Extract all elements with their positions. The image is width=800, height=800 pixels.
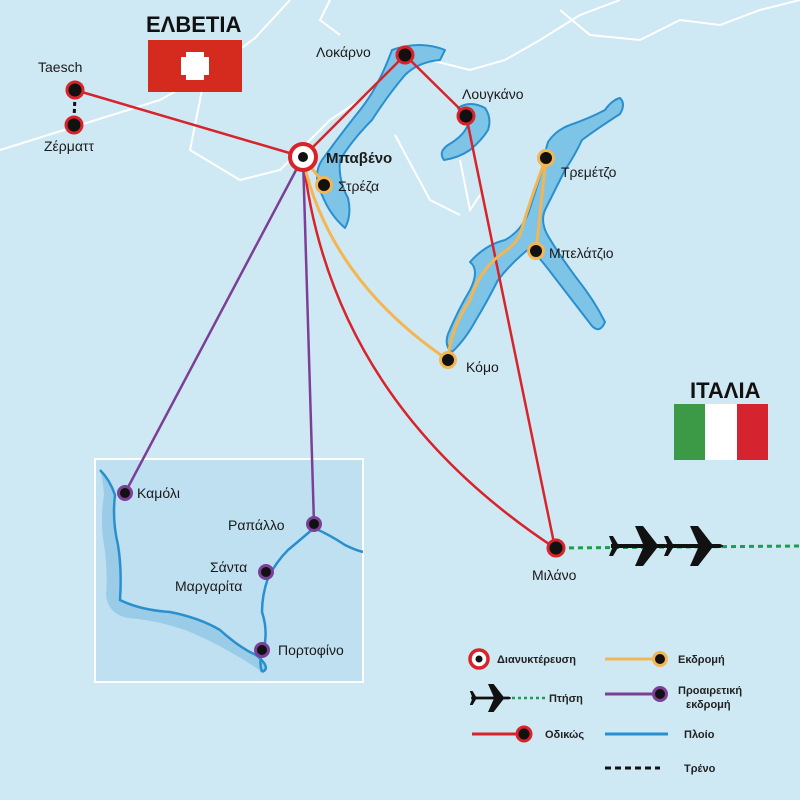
legend-boat-label: Πλοίο xyxy=(684,729,715,741)
legend-flight-label: Πτήση xyxy=(549,693,583,705)
marker-milano xyxy=(546,538,566,558)
label-rapallo: Ραπάλλο xyxy=(228,517,285,533)
road-markers xyxy=(64,45,566,558)
country-label-switzerland: ΕΛΒΕΤΙΑ xyxy=(146,12,241,37)
label-tremezzo: Τρεμέτζο xyxy=(561,164,617,180)
airplane-icon xyxy=(664,526,723,566)
marker-portofino xyxy=(254,642,270,658)
legend-overnight-label: Διανυκτέρευση xyxy=(497,654,576,666)
label-portofino: Πορτοφίνο xyxy=(278,642,344,658)
airplane-icon xyxy=(609,526,668,566)
label-locarno: Λοκάρνο xyxy=(316,44,371,60)
legend-excursion: Εκδρομή xyxy=(605,651,725,667)
excursion-markers xyxy=(315,149,555,369)
country-label-italy: ΙΤΑΛΙΑ xyxy=(690,378,761,403)
label-taesch: Taesch xyxy=(38,59,82,75)
legend-overnight: Διανυκτέρευση xyxy=(468,648,576,670)
optional-markers xyxy=(117,485,322,658)
legend-train: Τρένο xyxy=(605,763,716,775)
legend-road-label: Οδικώς xyxy=(545,729,584,741)
label-bellagio: Μπελάτζιο xyxy=(549,245,614,261)
overnight-icon xyxy=(288,142,318,172)
legend-optional: Προαιρετική εκδρομή xyxy=(605,685,742,711)
label-stresa: Στρέζα xyxy=(338,178,379,194)
marker-taesch xyxy=(65,80,85,100)
legend-optional-label-1: Προαιρετική xyxy=(678,685,742,697)
legend-excursion-label: Εκδρομή xyxy=(678,654,725,666)
marker-tremezzo xyxy=(537,149,555,167)
label-santa-margarita-1: Σάντα xyxy=(210,559,247,575)
legend: Διανυκτέρευση Εκδρομή Πτήση Προαιρετική … xyxy=(468,648,742,775)
road-routes xyxy=(73,53,557,550)
label-camogli: Καμόλι xyxy=(137,485,180,501)
optional-routes xyxy=(123,155,316,526)
label-santa-margarita-2: Μαργαρίτα xyxy=(175,578,242,594)
swiss-flag xyxy=(148,40,242,92)
excursion-routes xyxy=(301,155,548,362)
marker-rapallo xyxy=(306,516,322,532)
label-zermatt: Ζέρματτ xyxy=(44,138,94,154)
marker-zermatt xyxy=(64,115,84,135)
legend-road: Οδικώς xyxy=(472,725,584,743)
legend-optional-label-2: εκδρομή xyxy=(686,699,731,711)
marker-como xyxy=(439,351,457,369)
lake-como xyxy=(445,97,624,353)
label-milano: Μιλάνο xyxy=(532,567,577,583)
label-lugano: Λουγκάνο xyxy=(462,86,524,102)
legend-boat: Πλοίο xyxy=(605,729,715,741)
label-baveno: Μπαβένο xyxy=(326,150,392,167)
marker-lugano xyxy=(456,106,476,126)
legend-train-label: Τρένο xyxy=(684,763,716,775)
marker-stresa xyxy=(315,176,333,194)
marker-santa-margarita xyxy=(258,564,274,580)
marker-bellagio xyxy=(527,242,545,260)
label-como: Κόμο xyxy=(466,359,499,375)
marker-camogli xyxy=(117,485,133,501)
marker-locarno xyxy=(395,45,415,65)
airplane-icon xyxy=(469,684,512,712)
italy-flag xyxy=(674,404,768,460)
legend-flight: Πτήση xyxy=(469,684,583,712)
